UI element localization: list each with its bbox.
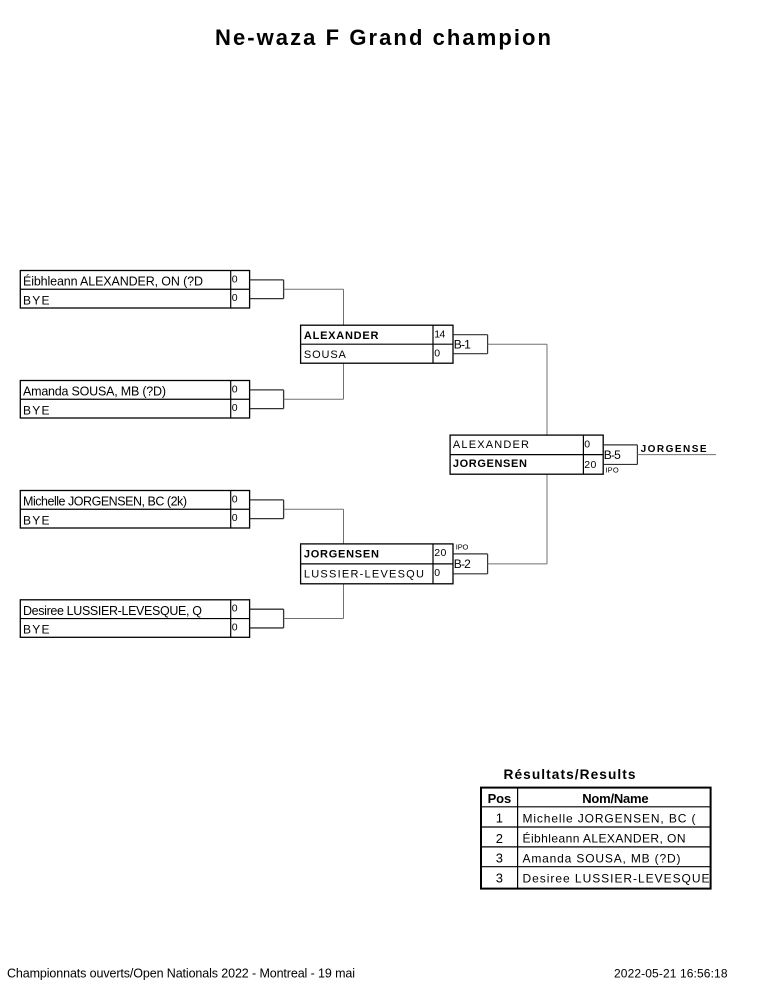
svg-text:1: 1 — [496, 811, 503, 826]
svg-text:Amanda SOUSA, MB (?D): Amanda SOUSA, MB (?D) — [523, 852, 681, 866]
svg-text:BYE: BYE — [23, 623, 50, 637]
svg-text:BYE: BYE — [23, 293, 50, 307]
svg-text:3: 3 — [496, 851, 503, 866]
svg-text:Michelle JORGENSEN, BC (: Michelle JORGENSEN, BC ( — [523, 811, 696, 825]
svg-text:20: 20 — [584, 459, 596, 471]
svg-text:B-2: B-2 — [454, 557, 471, 571]
svg-text:0: 0 — [232, 493, 238, 505]
svg-text:Desiree LUSSIER-LEVESQUE: Desiree LUSSIER-LEVESQUE — [523, 871, 710, 885]
svg-text:3: 3 — [496, 871, 503, 886]
svg-text:BYE: BYE — [23, 403, 50, 417]
svg-text:Nom/Name: Nom/Name — [582, 791, 648, 806]
svg-text:JORGENSEN: JORGENSEN — [453, 458, 527, 470]
svg-text:Résultats/Results: Résultats/Results — [504, 767, 636, 782]
svg-text:BYE: BYE — [23, 513, 50, 527]
svg-text:IPO: IPO — [605, 465, 618, 474]
svg-text:0: 0 — [232, 512, 238, 524]
svg-text:0: 0 — [232, 402, 238, 414]
svg-text:IPO: IPO — [456, 543, 469, 552]
svg-text:2022-05-21 16:56:18: 2022-05-21 16:56:18 — [614, 967, 728, 981]
svg-text:Éibhleann ALEXANDER, ON (?D: Éibhleann ALEXANDER, ON (?D — [23, 274, 203, 289]
svg-text:20: 20 — [434, 547, 446, 559]
svg-text:0: 0 — [584, 438, 590, 450]
svg-text:B-1: B-1 — [454, 337, 471, 351]
svg-text:0: 0 — [434, 347, 440, 359]
svg-text:ALEXANDER: ALEXANDER — [304, 330, 379, 342]
svg-text:ALEXANDER: ALEXANDER — [453, 439, 529, 451]
svg-text:Desiree LUSSIER-LEVESQUE, Q: Desiree LUSSIER-LEVESQUE, Q — [23, 604, 202, 618]
svg-text:14: 14 — [434, 328, 445, 340]
svg-text:LUSSIER-LEVESQU: LUSSIER-LEVESQU — [304, 569, 424, 581]
svg-text:0: 0 — [232, 621, 238, 633]
svg-text:0: 0 — [232, 603, 238, 615]
svg-text:Championnats ouverts/Open Nati: Championnats ouverts/Open Nationals 2022… — [7, 967, 355, 981]
svg-text:Ne-waza F Grand champion: Ne-waza F Grand champion — [215, 25, 551, 50]
svg-text:B-5: B-5 — [604, 448, 621, 462]
svg-text:0: 0 — [232, 383, 238, 395]
svg-text:SOUSA: SOUSA — [304, 349, 347, 361]
svg-text:0: 0 — [434, 567, 440, 579]
svg-text:JORGENSEN: JORGENSEN — [304, 549, 379, 561]
svg-text:0: 0 — [232, 292, 238, 304]
svg-text:Éibhleann ALEXANDER, ON: Éibhleann ALEXANDER, ON — [523, 831, 686, 846]
svg-text:Amanda SOUSA, MB (?D): Amanda SOUSA, MB (?D) — [23, 385, 166, 399]
svg-text:Michelle JORGENSEN, BC (2k): Michelle JORGENSEN, BC (2k) — [23, 495, 187, 509]
svg-text:Pos: Pos — [488, 791, 512, 806]
svg-text:0: 0 — [232, 273, 238, 285]
svg-text:2: 2 — [496, 831, 503, 846]
